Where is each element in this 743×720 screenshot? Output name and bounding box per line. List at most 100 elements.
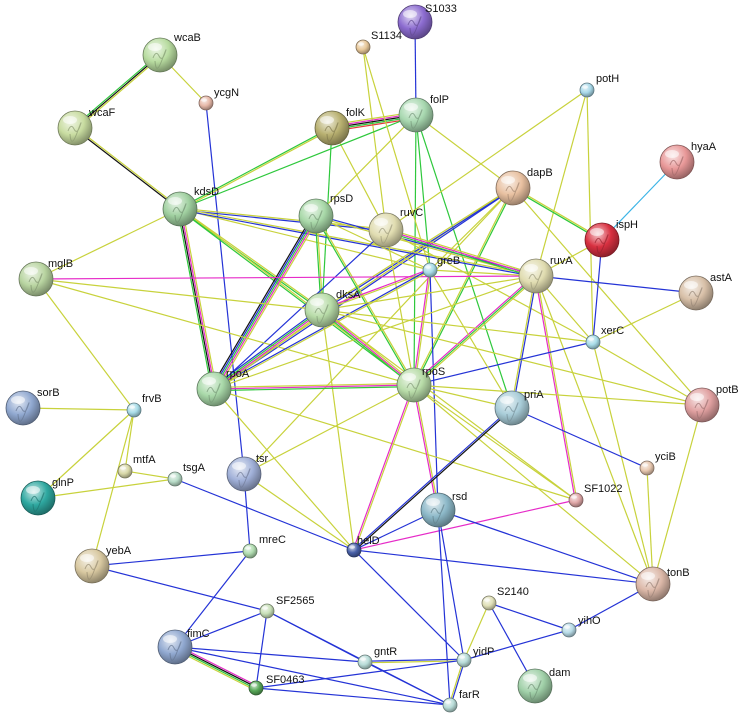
edge-wcaB-wcaF[interactable]: [73, 53, 162, 130]
node-sorB[interactable]: sorB: [5, 387, 60, 426]
edge-helD-SF1022[interactable]: [353, 499, 577, 551]
edge-ruvA-rpoA[interactable]: [213, 275, 537, 390]
edge-dapB-dksA[interactable]: [321, 186, 514, 312]
node-rpsD[interactable]: rpsD: [298, 193, 353, 234]
edge-kdsD-ruvA[interactable]: [179, 207, 537, 278]
edge-ruvC-rpoA[interactable]: [213, 229, 387, 390]
edge-folP-dapB[interactable]: [415, 114, 514, 189]
node-gntR[interactable]: gntR: [357, 646, 397, 670]
node-ispH[interactable]: ispH: [584, 219, 638, 258]
edge-xerC-tonB[interactable]: [592, 341, 654, 585]
node-S1134[interactable]: S1134: [355, 30, 402, 55]
edge-S2140-yihO[interactable]: [488, 602, 570, 631]
edge-SF0463-farR[interactable]: [255, 687, 451, 706]
node-glnP[interactable]: glnP: [20, 477, 74, 516]
edge-priA-helD[interactable]: [353, 406, 513, 552]
node-potB[interactable]: potB: [684, 384, 739, 423]
edge-rpsD-rpoS[interactable]: [314, 215, 416, 386]
node-tonB[interactable]: tonB: [635, 566, 690, 602]
edge-ruvC-ruvA[interactable]: [385, 227, 537, 279]
edge-rpoS-SF1022[interactable]: [413, 384, 577, 501]
node-helD[interactable]: helD: [346, 535, 380, 558]
node-yihO[interactable]: yihO: [561, 615, 601, 638]
edge-greB-dksA[interactable]: [321, 268, 431, 312]
node-rpoA[interactable]: rpoA: [196, 368, 250, 407]
edge-wcaF-kdsD[interactable]: [74, 126, 181, 211]
node-folK[interactable]: folK: [314, 107, 366, 146]
edge-rsd-farR[interactable]: [437, 509, 451, 706]
edge-ruvA-tonB[interactable]: [535, 275, 654, 585]
node-wcaB[interactable]: wcaB: [142, 32, 201, 73]
edge-ruvC-xerC[interactable]: [385, 229, 594, 343]
edge-potH-xerC[interactable]: [586, 89, 594, 343]
edge-ruvA-astA[interactable]: [535, 275, 697, 294]
edge-dksA-xerC[interactable]: [321, 309, 594, 343]
node-xerC[interactable]: xerC: [585, 325, 624, 350]
edge-folK-kdsD[interactable]: [179, 126, 333, 211]
edge-SF0463-yidP[interactable]: [255, 659, 465, 689]
node-yidP[interactable]: yidP: [456, 646, 494, 668]
edge-xerC-potB[interactable]: [592, 341, 703, 406]
edge-ruvC-rpoS[interactable]: [385, 229, 415, 386]
edge-hyaA-ispH[interactable]: [601, 161, 678, 241]
edge-fimC-farR[interactable]: [174, 646, 451, 706]
node-S1033[interactable]: S1033: [397, 3, 457, 40]
edge-rpoA-helD[interactable]: [213, 388, 355, 551]
edge-kdsD-ruvC[interactable]: [179, 207, 387, 232]
node-ruvC[interactable]: ruvC: [368, 207, 423, 248]
edge-xerC-rpoS[interactable]: [413, 341, 594, 386]
edge-folP-rpsD[interactable]: [315, 114, 417, 217]
node-dksA[interactable]: dksA: [304, 289, 361, 328]
edge-ruvA-dksA[interactable]: [321, 275, 537, 311]
edge-ruvA-rpoS[interactable]: [412, 274, 538, 387]
edge-kdsD-dksA[interactable]: [179, 207, 323, 312]
node-ruvA[interactable]: ruvA: [518, 255, 573, 294]
edge-gntR-farR[interactable]: [364, 661, 451, 706]
node-frvB[interactable]: frvB: [126, 393, 162, 418]
edge-greB-rpoA[interactable]: [213, 268, 431, 391]
node-rsd[interactable]: rsd: [420, 491, 467, 528]
node-folP[interactable]: folP: [398, 94, 449, 133]
edge-tsgA-helD[interactable]: [174, 478, 355, 551]
edge-priA-greB[interactable]: [429, 269, 513, 409]
node-rpoS[interactable]: rpoS: [396, 366, 445, 403]
edge-frvB-mtfA[interactable]: [124, 409, 135, 472]
edge-rpoS-tsr[interactable]: [243, 384, 415, 475]
edge-folP-kdsD[interactable]: [179, 114, 417, 210]
node-SF0463[interactable]: SF0463: [248, 674, 305, 696]
edge-astA-xerC[interactable]: [592, 292, 697, 343]
node-potH[interactable]: potH: [579, 73, 619, 98]
edge-mglB-dksA[interactable]: [35, 278, 323, 311]
edge-dksA-rpoS[interactable]: [320, 308, 416, 387]
node-hyaA[interactable]: hyaA: [659, 141, 717, 180]
edge-ruvA-SF1022[interactable]: [534, 275, 578, 501]
edge-priA-yciB[interactable]: [511, 407, 648, 469]
edge-kdsD-rpoA[interactable]: [177, 208, 217, 390]
node-dam[interactable]: dam: [517, 667, 570, 704]
node-priA[interactable]: priA: [494, 389, 544, 426]
edge-ruvA-priA[interactable]: [510, 275, 538, 409]
node-farR[interactable]: farR: [442, 689, 480, 713]
edge-kdsD-mglB[interactable]: [35, 208, 181, 280]
edge-potB-tonB[interactable]: [652, 404, 703, 585]
edge-mglB-ruvA[interactable]: [35, 275, 537, 280]
node-yciB[interactable]: yciB: [639, 451, 676, 476]
edge-dksA-helD[interactable]: [321, 309, 355, 551]
edge-mglB-rpoS[interactable]: [35, 278, 415, 386]
edge-rpoA-SF1022[interactable]: [213, 388, 577, 501]
node-ycgN[interactable]: ycgN: [198, 87, 239, 111]
edge-rpoA-rpoS[interactable]: [213, 382, 415, 392]
edge-kdsD-greB[interactable]: [179, 208, 431, 271]
edge-mglB-frvB[interactable]: [35, 278, 135, 411]
edge-rpoS-potB[interactable]: [413, 384, 703, 406]
edge-yidP-yihO[interactable]: [463, 629, 570, 661]
edge-glnP-tsgA[interactable]: [37, 478, 176, 499]
edge-SF2565-SF0463[interactable]: [255, 610, 268, 689]
edge-ycgN-tsr[interactable]: [205, 102, 245, 475]
edge-rpoS-rsd[interactable]: [412, 384, 440, 511]
node-wcaF[interactable]: wcaF: [57, 107, 116, 146]
node-mreC[interactable]: mreC: [242, 534, 286, 559]
node-tsgA[interactable]: tsgA: [167, 462, 206, 487]
edge-frvB-glnP[interactable]: [37, 409, 135, 499]
node-SF1022[interactable]: SF1022: [568, 483, 623, 508]
